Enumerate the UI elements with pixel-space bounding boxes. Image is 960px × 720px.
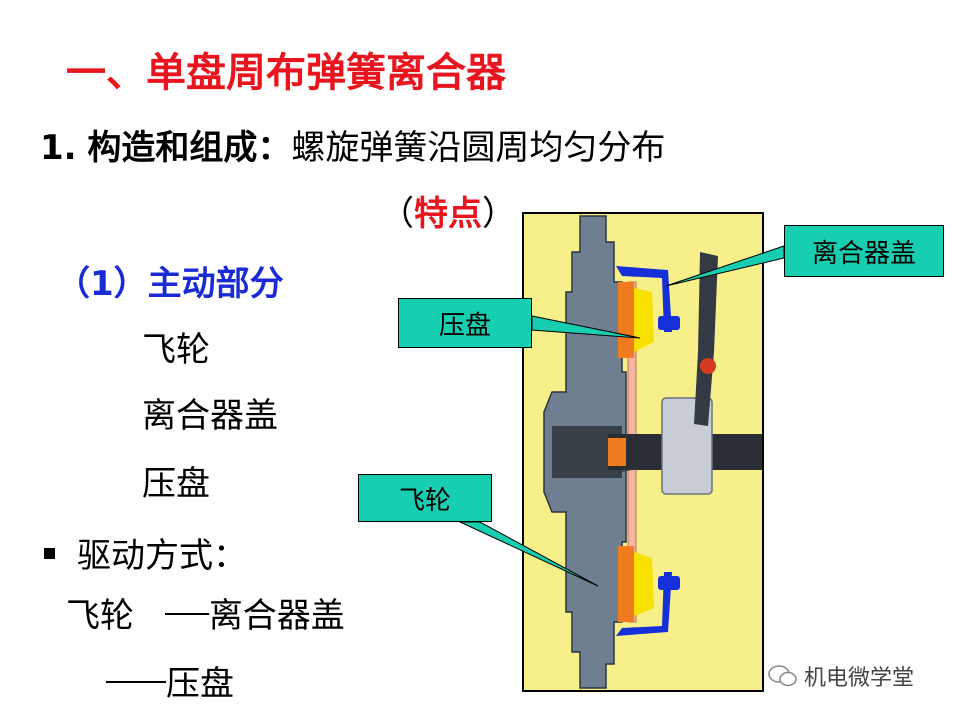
section-number: 1.: [40, 128, 77, 168]
pressure-plate-upper: [618, 282, 634, 358]
drive-path-end: 压盘: [166, 664, 234, 704]
slide-title: 一、单盘周布弹簧离合器: [66, 50, 506, 96]
connector-dash: [164, 612, 209, 615]
drive-path-line-2: 压盘: [106, 656, 234, 705]
driving-part-item: 压盘: [142, 464, 210, 504]
drive-mode-line: 驱动方式：: [44, 528, 247, 577]
connector-dash: [106, 680, 166, 683]
clutch-cutaway-diagram: [522, 212, 764, 692]
callout-flywheel: 飞轮: [358, 474, 492, 522]
drive-path-line-1: 飞轮 离合器盖: [66, 588, 345, 637]
spring-upper: [634, 288, 654, 352]
feature-label: 特点: [414, 194, 482, 234]
wechat-icon: [768, 665, 797, 687]
feature-close-paren: ）: [482, 194, 516, 234]
pressure-plate-lower: [618, 546, 634, 622]
driving-part-item: 离合器盖: [142, 396, 278, 436]
drive-path-end: 离合器盖: [208, 596, 345, 636]
drive-mode-label: 驱动方式：: [77, 536, 247, 576]
feature-open-paren: （: [380, 194, 414, 234]
detail-line: [617, 467, 641, 473]
section-heading: 1. 构造和组成：螺旋弹簧沿圆周均匀分布: [40, 120, 665, 169]
lever-pivot: [700, 358, 716, 374]
release-lever: [694, 252, 718, 426]
watermark-text: 机电微学堂: [804, 666, 915, 691]
spring-lower: [634, 552, 654, 616]
bullet-square-icon: [44, 548, 55, 559]
adjust-bolt-lower: [658, 576, 680, 590]
callout-pressure-plate: 压盘: [398, 298, 532, 348]
section-label: 构造和组成：: [87, 128, 292, 168]
callout-clutch-cover: 离合器盖: [784, 225, 944, 277]
driving-part-heading: （1）主动部分: [56, 264, 284, 304]
adjust-bolt-upper: [658, 316, 680, 330]
disc-hub: [608, 438, 626, 466]
drive-path-start: 飞轮: [66, 596, 134, 636]
section-text: 螺旋弹簧沿圆周均匀分布: [291, 128, 666, 168]
watermark: 机电微学堂: [768, 660, 914, 692]
driving-part-item: 飞轮: [142, 330, 210, 370]
feature-note: （特点）: [380, 186, 516, 235]
